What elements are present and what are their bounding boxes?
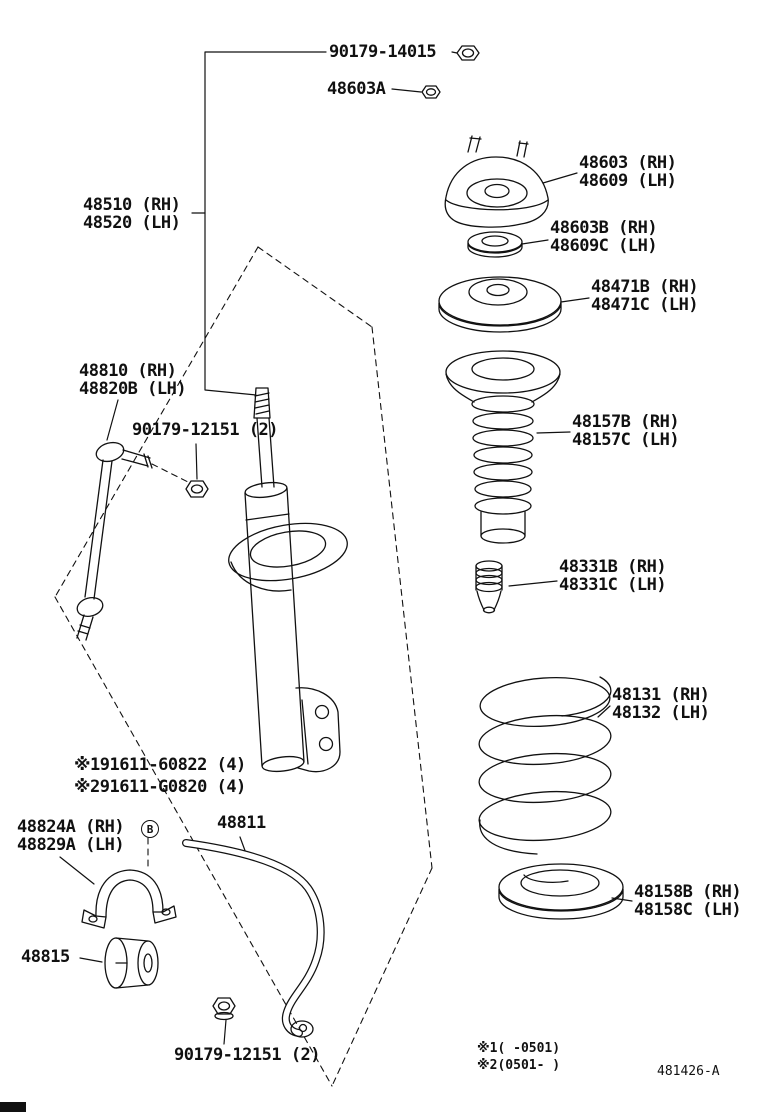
label-bushing[interactable]: 48815 bbox=[21, 947, 70, 967]
label-stabilizer-bar[interactable]: 48811 bbox=[217, 813, 266, 833]
label-bar-bracket[interactable]: 48824A (RH) 48829A (LH) bbox=[17, 817, 125, 855]
stabilizer-bar-drawing bbox=[182, 839, 325, 1038]
label-upper-seat-rh[interactable]: 48471B (RH) bbox=[591, 277, 699, 297]
strut-spring-seat-drawing bbox=[228, 522, 348, 592]
label-top-nut[interactable]: 90179-14015 bbox=[329, 42, 437, 62]
label-coil-spring-lh[interactable]: 48132 (LH) bbox=[612, 703, 710, 723]
footnote-2: ※2(0501- ) bbox=[477, 1058, 561, 1073]
label-stabilizer-link-rh[interactable]: 48810 (RH) bbox=[79, 361, 177, 381]
stabilizer-link-drawing bbox=[76, 441, 153, 641]
mount-nut-drawing bbox=[421, 85, 441, 99]
label-dust-boot-lh[interactable]: 48157C (LH) bbox=[572, 430, 680, 450]
top-nut-drawing bbox=[456, 45, 480, 61]
link-nut-drawing bbox=[185, 480, 209, 498]
label-absorber-lh[interactable]: 48520 (LH) bbox=[83, 213, 181, 233]
label-stabilizer-link-lh[interactable]: 48820B (LH) bbox=[79, 379, 187, 399]
label-upper-seat-lh[interactable]: 48471C (LH) bbox=[591, 295, 699, 315]
coil-spring-drawing bbox=[478, 676, 612, 855]
label-coil-spring[interactable]: 48131 (RH) 48132 (LH) bbox=[612, 685, 710, 723]
label-bump-stop[interactable]: 48331B (RH) 48331C (LH) bbox=[559, 557, 667, 595]
label-bar-bracket-rh[interactable]: 48824A (RH) bbox=[17, 817, 125, 837]
label-bearing-lh[interactable]: 48609C (LH) bbox=[550, 236, 658, 256]
label-support-lh[interactable]: 48609 (LH) bbox=[579, 171, 677, 191]
label-bump-stop-lh[interactable]: 48331C (LH) bbox=[559, 575, 667, 595]
bar-bracket-drawing bbox=[81, 869, 177, 929]
lower-insulator-drawing bbox=[498, 863, 624, 920]
corner-mark bbox=[0, 1102, 26, 1112]
bushing-drawing bbox=[104, 937, 159, 989]
label-support-rh[interactable]: 48603 (RH) bbox=[579, 153, 677, 173]
label-dust-boot[interactable]: 48157B (RH) 48157C (LH) bbox=[572, 412, 680, 450]
label-bearing-rh[interactable]: 48603B (RH) bbox=[550, 218, 658, 238]
label-stabilizer-link[interactable]: 48810 (RH) 48820B (LH) bbox=[79, 361, 187, 399]
alignment-dashed-lines bbox=[54, 246, 433, 1087]
label-upper-seat[interactable]: 48471B (RH) 48471C (LH) bbox=[591, 277, 699, 315]
label-link-nut[interactable]: 90179-12151 (2) bbox=[132, 420, 279, 440]
support-drawing bbox=[444, 135, 549, 228]
label-bearing[interactable]: 48603B (RH) 48609C (LH) bbox=[550, 218, 658, 256]
bar-nut-drawing bbox=[212, 997, 236, 1021]
footnote-1: ※1( -0501) bbox=[477, 1041, 561, 1056]
label-bar-bracket-lh[interactable]: 48829A (LH) bbox=[17, 835, 125, 855]
label-bar-nut[interactable]: 90179-12151 (2) bbox=[174, 1045, 321, 1065]
label-coil-spring-rh[interactable]: 48131 (RH) bbox=[612, 685, 710, 705]
marker-circle-b[interactable]: B bbox=[141, 820, 159, 838]
label-absorber[interactable]: 48510 (RH) 48520 (LH) bbox=[83, 195, 181, 233]
label-dust-boot-rh[interactable]: 48157B (RH) bbox=[572, 412, 680, 432]
label-lower-insulator-rh[interactable]: 48158B (RH) bbox=[634, 882, 742, 902]
label-bolt-spec-1[interactable]: ※191611-60822 (4) bbox=[74, 755, 246, 775]
bump-stop-drawing bbox=[475, 560, 503, 614]
upper-seat-drawing bbox=[438, 276, 562, 333]
strut-bracket-drawing bbox=[295, 687, 341, 773]
label-support[interactable]: 48603 (RH) 48609 (LH) bbox=[579, 153, 677, 191]
label-bump-stop-rh[interactable]: 48331B (RH) bbox=[559, 557, 667, 577]
diagram-code: 481426-A bbox=[657, 1064, 720, 1079]
leader-lines bbox=[59, 51, 633, 1045]
absorber-drawing bbox=[244, 387, 305, 773]
bearing-drawing bbox=[467, 231, 523, 258]
label-lower-insulator[interactable]: 48158B (RH) 48158C (LH) bbox=[634, 882, 742, 920]
label-lower-insulator-lh[interactable]: 48158C (LH) bbox=[634, 900, 742, 920]
label-mount-nut[interactable]: 48603A bbox=[327, 79, 386, 99]
label-absorber-rh[interactable]: 48510 (RH) bbox=[83, 195, 181, 215]
label-bolt-spec-2[interactable]: ※291611-G0820 (4) bbox=[74, 777, 246, 797]
dust-boot-drawing bbox=[445, 350, 561, 544]
